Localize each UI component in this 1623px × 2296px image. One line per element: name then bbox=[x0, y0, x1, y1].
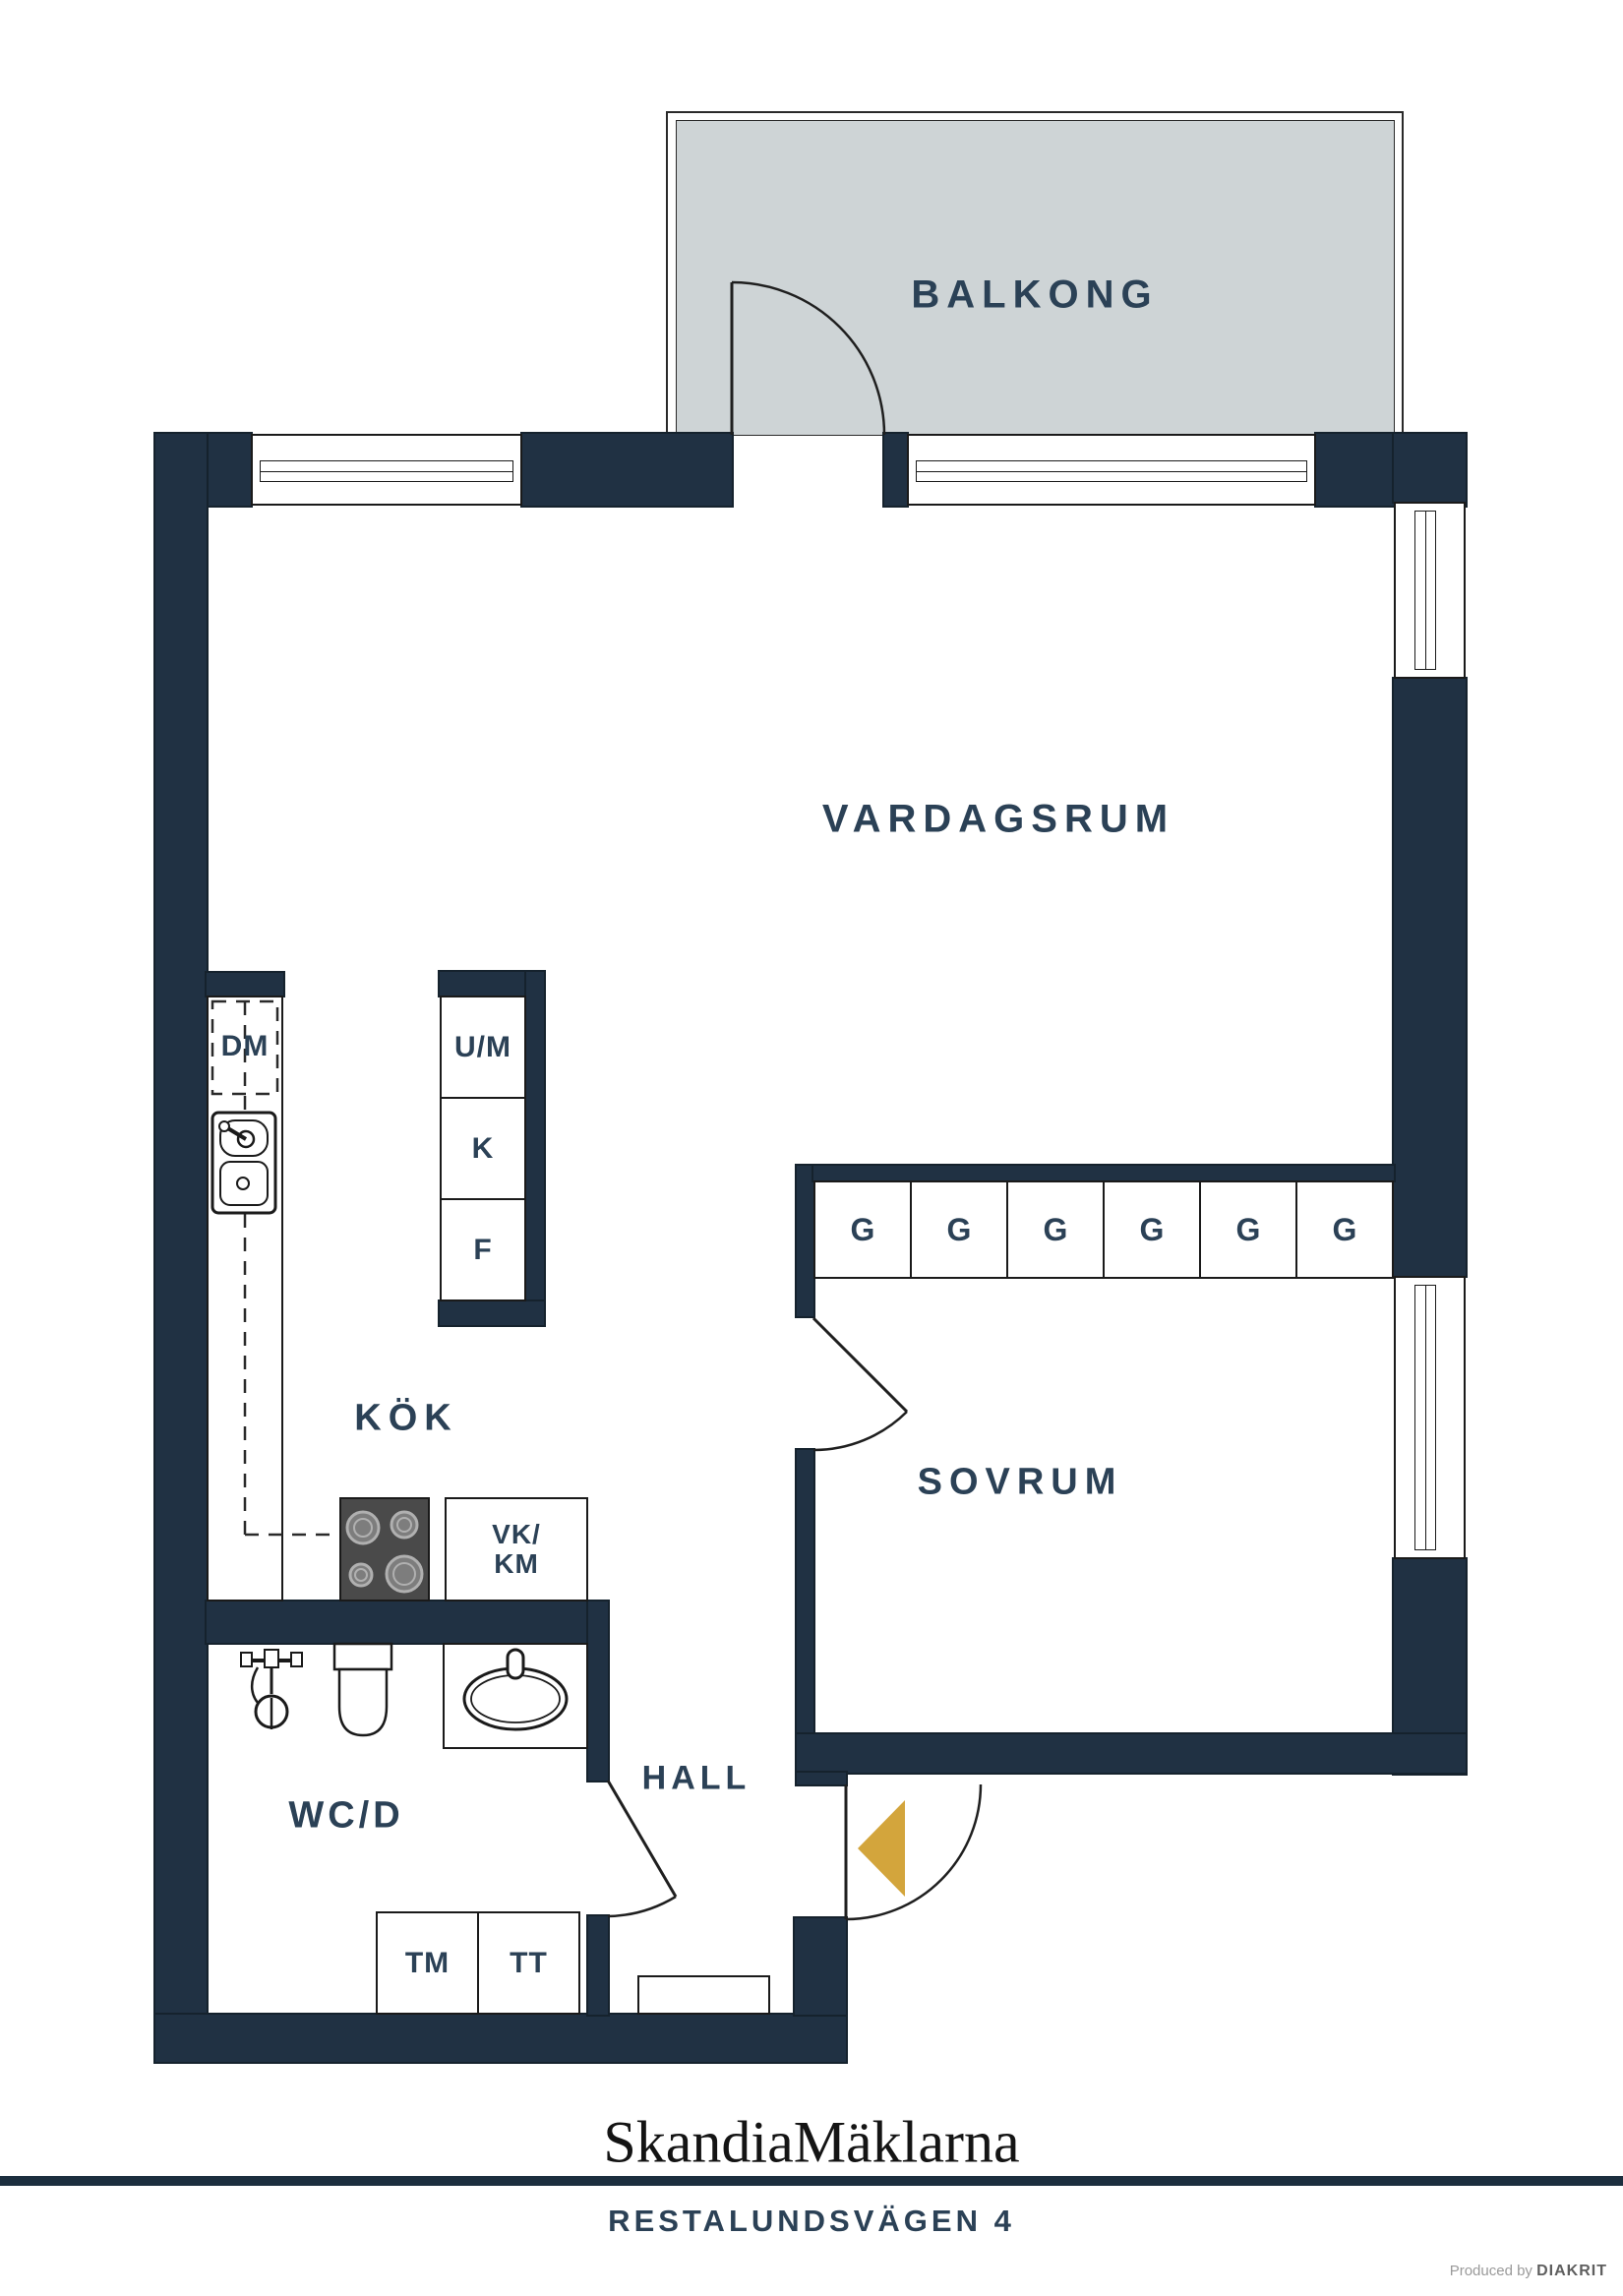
room-label-bathroom: WC/D bbox=[288, 1794, 404, 1837]
wardrobe: G bbox=[912, 1182, 1008, 1277]
diakrit-logo: DIAKRIT bbox=[1536, 2263, 1607, 2279]
wall-top-mid bbox=[520, 432, 734, 508]
washing-machine: TM bbox=[378, 1913, 479, 2013]
wall-right-mid bbox=[1392, 677, 1468, 1278]
wall-top-stub bbox=[882, 432, 909, 508]
wall-right-upper bbox=[1392, 432, 1468, 504]
window-living-right bbox=[907, 434, 1316, 506]
toilet-icon bbox=[332, 1642, 393, 1737]
fridge-unit: K bbox=[442, 1099, 524, 1200]
wall-bottom bbox=[153, 2013, 848, 2064]
wall-left bbox=[153, 432, 209, 2064]
window-sill bbox=[916, 459, 1307, 482]
entrance-door-icon bbox=[844, 1783, 983, 1921]
wall-appliance-bottom bbox=[438, 1299, 546, 1327]
wall-kitchen-bathroom bbox=[205, 1600, 610, 1645]
oven-microwave-unit: U/M bbox=[442, 997, 524, 1099]
kitchen-counter bbox=[207, 996, 283, 1601]
hall-threshold bbox=[637, 1975, 770, 2015]
room-label-bedroom: SOVRUM bbox=[917, 1461, 1123, 1503]
wall-wardrobe-top bbox=[812, 1164, 1396, 1182]
stove bbox=[339, 1497, 430, 1601]
appliance-column: U/M K F bbox=[440, 996, 526, 1301]
freezer-unit: F bbox=[473, 1233, 493, 1266]
water-heater-label: VK/ KM bbox=[492, 1518, 541, 1579]
agency-logo: SkandiaMäklarna bbox=[603, 2109, 1020, 2175]
bathroom-sink-cabinet bbox=[443, 1643, 588, 1749]
room-label-balcony: BALKONG bbox=[911, 272, 1159, 317]
wall-entry-jamb bbox=[795, 1771, 848, 1786]
wardrobe: G bbox=[1332, 1211, 1357, 1247]
bedroom-door-icon bbox=[812, 1316, 909, 1452]
wall-hall-west-lower bbox=[586, 1914, 610, 2017]
footer-rule bbox=[0, 2176, 1623, 2186]
water-heater-box bbox=[445, 1497, 588, 1601]
entrance-arrow-icon bbox=[858, 1800, 905, 1897]
bathroom-door-icon bbox=[606, 1780, 678, 1918]
window-sill bbox=[1413, 511, 1436, 670]
shower-icon bbox=[240, 1649, 303, 1729]
wall-bedroom-west-upper bbox=[795, 1164, 815, 1318]
wall-bedroom-west-lower bbox=[795, 1448, 815, 1736]
address-title: RESTALUNDSVÄGEN 4 bbox=[608, 2204, 1015, 2238]
wall-entry-stub bbox=[793, 1916, 848, 2017]
wardrobe: G bbox=[1105, 1182, 1201, 1277]
window-living-left bbox=[251, 434, 522, 506]
window-sill bbox=[1413, 1285, 1436, 1550]
window-living-east bbox=[1394, 502, 1466, 679]
produced-by-credit: Produced by DIAKRIT bbox=[1449, 2263, 1607, 2279]
room-label-kitchen: KÖK bbox=[354, 1397, 458, 1439]
wardrobe: G bbox=[1201, 1182, 1297, 1277]
window-sill bbox=[260, 459, 513, 482]
room-label-hall: HALL bbox=[641, 1759, 751, 1797]
laundry-units: TM TT bbox=[376, 1911, 580, 2015]
dryer: TT bbox=[510, 1946, 548, 1979]
wardrobe: G bbox=[1008, 1182, 1105, 1277]
dishwasher-label: DM bbox=[220, 1030, 270, 1062]
wall-hall-west-upper bbox=[586, 1600, 610, 1782]
wall-kitchen-stub bbox=[205, 971, 285, 997]
wall-appliance-right bbox=[524, 970, 546, 1327]
wardrobe-row: G G G G G G bbox=[813, 1180, 1394, 1279]
wall-bedroom-south bbox=[795, 1732, 1468, 1775]
wardrobe: G bbox=[815, 1182, 912, 1277]
room-label-living: VARDAGSRUM bbox=[821, 797, 1175, 841]
window-bedroom-east bbox=[1394, 1276, 1466, 1559]
